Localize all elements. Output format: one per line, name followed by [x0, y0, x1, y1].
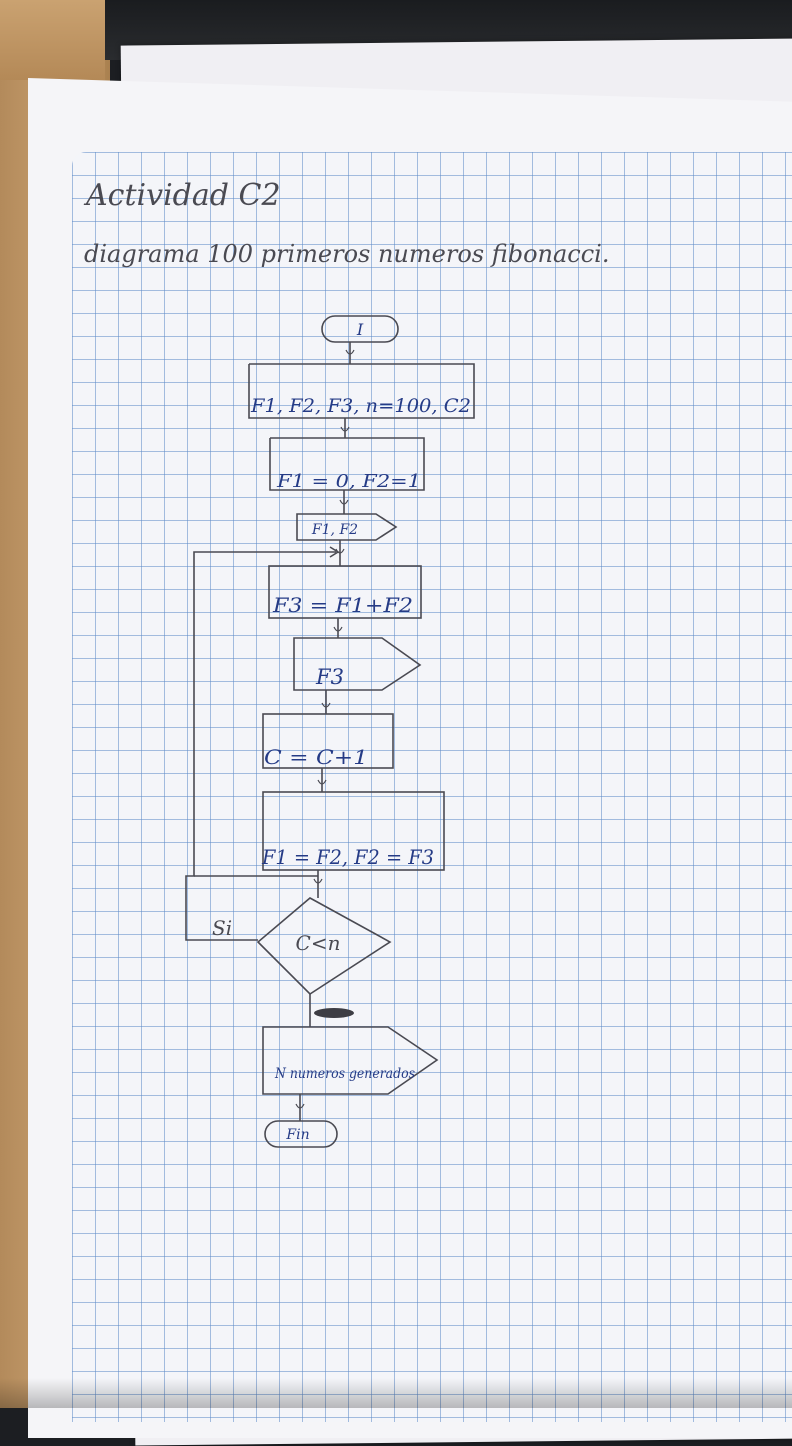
arrow-mark-icon [339, 499, 349, 505]
scribble-mark [314, 1008, 354, 1018]
declare-box [248, 363, 475, 419]
increment-box [262, 713, 394, 769]
desk-wood-corner [0, 0, 105, 80]
output-value-label: F3 [315, 665, 344, 689]
end-label: Fin [285, 1127, 309, 1143]
output-initial-label: F1, F2 [311, 522, 358, 538]
declare-label: F1, F2, F3, n=100, C2 [250, 395, 471, 417]
init-box [269, 437, 425, 491]
shift-label: F1 = F2, F2 = F3 [261, 845, 434, 869]
output-initial-shape [296, 513, 398, 541]
shift-box [262, 791, 445, 871]
flowchart: Actividad C2 diagrama 100 primeros numer… [83, 178, 609, 1148]
arrow-mark-icon [345, 349, 355, 355]
output-value-shape [293, 637, 422, 691]
page-title: Actividad C2 [83, 178, 281, 213]
loop-back-line [185, 551, 336, 941]
end-terminal [264, 1120, 338, 1148]
arrow-mark-icon [313, 878, 323, 884]
arrow-mark-icon [295, 1103, 305, 1109]
init-label: F1 = 0, F2=1 [276, 471, 421, 492]
arrow-mark-icon [340, 426, 350, 432]
start-terminal [321, 315, 399, 343]
arrow-mark-icon [333, 626, 343, 632]
compute-box [268, 565, 422, 619]
compute-label: F3 = F1+F2 [272, 593, 413, 617]
bottom-shadow [0, 1378, 792, 1408]
start-label: I [356, 320, 364, 339]
output-final-shape [262, 1026, 439, 1095]
arrow-mark-icon [321, 702, 331, 708]
arrow-mark-icon [317, 779, 327, 785]
decision-yes-label: Si [212, 916, 232, 940]
output-final-label: N numeros generados [274, 1066, 415, 1082]
decision-label: C<n [296, 931, 341, 955]
increment-label: C = C+1 [264, 745, 368, 769]
arrow-mark-icon [335, 548, 345, 554]
page-subtitle: diagrama 100 primeros numeros fibonacci. [84, 240, 609, 268]
